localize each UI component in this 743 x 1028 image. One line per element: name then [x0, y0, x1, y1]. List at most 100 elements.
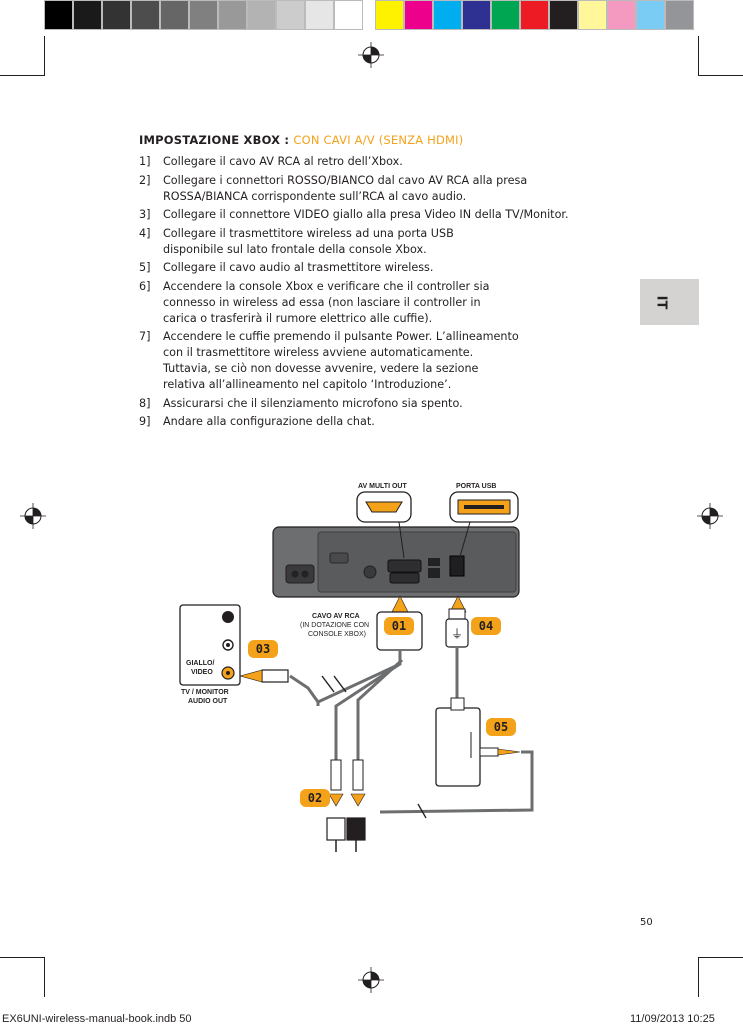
- label-giallo: GIALLO/: [186, 660, 215, 667]
- step-text: Collegare il trasmettitore wireless ad u…: [163, 226, 454, 258]
- gray-swatch: [131, 0, 160, 30]
- language-tab-label: IT: [653, 295, 669, 310]
- label-video: VIDEO: [191, 669, 213, 676]
- registration-mark-right: [697, 503, 723, 529]
- process-swatch: [578, 0, 607, 30]
- step-item: 1] Collegare il cavo AV RCA al retro dell…: [139, 154, 619, 170]
- step-badge-03: 03: [248, 640, 278, 658]
- label-tv-monitor: TV / MONITOR: [181, 689, 229, 696]
- language-tab: IT: [640, 279, 699, 325]
- process-swatch: [636, 0, 665, 30]
- process-swatch: [665, 0, 694, 30]
- step-number: 7]: [139, 330, 151, 343]
- step-item: 5] Collegare il cavo audio al trasmettito…: [139, 260, 619, 276]
- usb-port-a: [428, 568, 440, 578]
- step-text-line: relativa all’allineamento nel capitolo ‘…: [163, 378, 452, 391]
- step-text: Assicurarsi che il silenziamento microfo…: [163, 396, 463, 412]
- step-text-line: Collegare il trasmettitore wireless ad u…: [163, 226, 454, 240]
- label-porta-usb: PORTA USB: [456, 483, 497, 490]
- step-text-line: Collegare il cavo AV RCA al retro dell’X…: [163, 155, 403, 168]
- process-swatch: [433, 0, 462, 30]
- step-text-line: Collegare i connettori ROSSO/BIANCO dal …: [163, 173, 528, 187]
- step-text: Accendere la console Xbox e verificare c…: [163, 279, 489, 327]
- footer-file-info: EX6UNI-wireless-manual-book.indb 50: [2, 1013, 192, 1025]
- process-swatch: [491, 0, 520, 30]
- step-number: 6]: [139, 279, 151, 293]
- label-cavo-av-rca: CAVO AV RCA: [312, 613, 360, 620]
- registration-mark-left: [20, 503, 46, 529]
- label-av-multi-out: AV MULTI OUT: [358, 483, 407, 490]
- step-text-line: Collegare il cavo audio al trasmettitore…: [163, 261, 434, 274]
- gray-swatch: [334, 0, 363, 30]
- step-number: 5]: [139, 261, 151, 274]
- av-multi-out-connector-icon: [365, 501, 403, 513]
- step-text-line: ROSSA/BIANCA corrispondente sull’RCA al …: [163, 189, 467, 203]
- registration-mark-bottom: [358, 967, 384, 993]
- step-number: 8]: [139, 396, 151, 410]
- step-text: Collegare i connettori ROSSO/BIANCO dal …: [163, 173, 527, 205]
- step-number: 9]: [139, 415, 151, 428]
- optical-port: [363, 565, 377, 579]
- connection-diagram: ⏚: [179, 491, 534, 852]
- step-text: Collegare il connettore VIDEO giallo all…: [163, 207, 569, 223]
- label-audio-out: AUDIO OUT: [188, 698, 228, 705]
- video-plug: [261, 669, 289, 683]
- step-item: 9] Andare alla configurazione della chat.: [139, 414, 619, 430]
- process-swatch: [462, 0, 491, 30]
- gray-swatch: [189, 0, 218, 30]
- process-swatch: [520, 0, 549, 30]
- gray-swatch: [305, 0, 334, 30]
- tv-monitor-panel: [179, 604, 241, 686]
- hdmi-port: [389, 572, 420, 584]
- step-badge-05: 05: [486, 718, 516, 736]
- wireless-transmitter: [435, 707, 481, 787]
- footer-date-time: 11/09/2013 10:25: [630, 1013, 715, 1025]
- step-text-line: con il trasmettitore wireless avviene au…: [163, 346, 474, 359]
- step-text: Collegare il cavo audio al trasmettitore…: [163, 260, 433, 276]
- step-text-line: Accendere la console Xbox e verificare c…: [163, 279, 490, 293]
- process-swatch: [549, 0, 578, 30]
- gray-swatch: [73, 0, 102, 30]
- step-item: 4] Collegare il trasmettitore wireless ad…: [139, 226, 619, 258]
- av-port: [387, 559, 422, 573]
- panel-button: [329, 552, 349, 564]
- step-text-line: Collegare il connettore VIDEO giallo all…: [163, 208, 569, 221]
- network-port: [428, 558, 440, 566]
- process-swatch: [404, 0, 433, 30]
- label-cavo-note-1: (IN DOTAZIONE CON: [300, 622, 370, 629]
- heading-sub: CON CAVI A/V (SENZA HDMI): [293, 133, 464, 147]
- gray-swatch: [102, 0, 131, 30]
- step-item: 8] Assicurarsi che il silenziamento micro…: [139, 396, 619, 412]
- page-number: 50: [640, 917, 653, 928]
- gray-swatch: [160, 0, 189, 30]
- rca-plug-red: [346, 817, 366, 841]
- step-item: 7] Accendere le cuffie premendo il pulsan…: [139, 329, 619, 393]
- step-item: 6] Accendere la console Xbox e verificare…: [139, 279, 619, 327]
- step-badge-02: 02: [300, 789, 330, 807]
- gray-swatch: [247, 0, 276, 30]
- svg-text:⏚: ⏚: [451, 627, 463, 641]
- gray-swatch: [218, 0, 247, 30]
- section-heading: IMPOSTAZIONE XBOX : CON CAVI A/V (SENZA …: [139, 133, 463, 147]
- step-number: 2]: [139, 173, 151, 187]
- heading-main: IMPOSTAZIONE XBOX :: [139, 133, 294, 147]
- step-text: Andare alla configurazione della chat.: [163, 414, 375, 430]
- step-number: 4]: [139, 226, 151, 240]
- tv-jack-1: [222, 611, 234, 623]
- step-text: Accendere le cuffie premendo il pulsante…: [163, 329, 519, 393]
- step-number: 3]: [139, 208, 151, 221]
- step-item: 3] Collegare il connettore VIDEO giallo a…: [139, 207, 619, 223]
- registration-mark-top: [358, 42, 384, 68]
- power-port: [285, 564, 315, 584]
- step-number: 1]: [139, 155, 151, 168]
- step-text-line: carica o trasferirà il rumore elettrico …: [163, 311, 433, 325]
- step-text-line: disponibile sul lato frontale della cons…: [163, 242, 427, 256]
- step-badge-04: 04: [471, 617, 501, 635]
- gray-swatch: [44, 0, 73, 30]
- process-swatch: [375, 0, 404, 30]
- process-swatch: [607, 0, 636, 30]
- step-badge-01: 01: [384, 617, 414, 635]
- step-text: Collegare il cavo AV RCA al retro dell’X…: [163, 154, 403, 170]
- step-text-line: Assicurarsi che il silenziamento microfo…: [163, 396, 463, 410]
- label-cavo-note-2: CONSOLE XBOX): [308, 631, 366, 638]
